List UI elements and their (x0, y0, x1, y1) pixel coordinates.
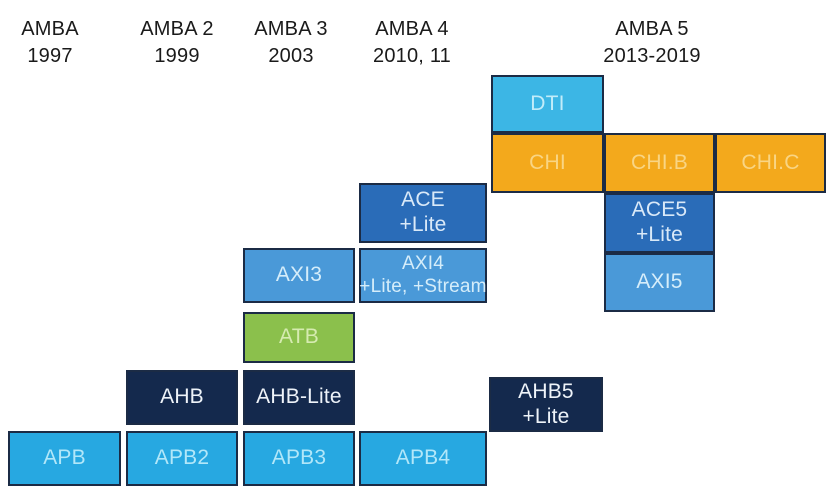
box-label: AXI5 (636, 270, 683, 294)
box-atb: ATB (243, 312, 355, 363)
box-label: ACE5 (631, 198, 688, 222)
header-year-label: 2010, 11 (373, 45, 451, 67)
box-label: CHI (529, 150, 566, 174)
box-label: +Lite (522, 404, 570, 428)
box-label: +Lite (399, 213, 447, 236)
header-year-label: 2013-2019 (603, 45, 701, 67)
column-header-4: AMBA 4 2010, 11 (342, 16, 482, 70)
box-label: APB4 (395, 446, 451, 470)
box-label: AXI4 (402, 253, 444, 275)
box-axi4: AXI4+Lite, +Stream (359, 248, 487, 303)
box-label: ATB (279, 325, 319, 349)
box-chi-c: CHI.C (715, 133, 826, 193)
column-header-2: AMBA 2 1999 (117, 16, 237, 70)
box-label: CHI.B (630, 150, 688, 174)
header-year-label: 2003 (268, 45, 314, 67)
box-label: ACE (401, 188, 445, 212)
box-label: AXI3 (275, 263, 323, 287)
box-ahb-lite: AHB-Lite (243, 370, 355, 425)
header-generation-label: AMBA 2 (140, 18, 214, 40)
box-label: +Lite, +Stream (359, 275, 487, 297)
box-apb2: APB2 (126, 431, 238, 486)
column-header-1: AMBA 1997 (0, 16, 110, 70)
column-header-3: AMBA 3 2003 (231, 16, 351, 70)
box-label: CHI.C (741, 150, 800, 174)
box-ace5: ACE5+Lite (604, 193, 715, 253)
header-generation-label: AMBA 3 (254, 18, 328, 40)
box-label: DTI (530, 91, 565, 115)
box-chi: CHI (491, 133, 604, 193)
box-label: APB2 (154, 446, 210, 470)
box-axi5: AXI5 (604, 253, 715, 312)
box-label: AHB5 (518, 379, 574, 403)
header-generation-label: AMBA (21, 18, 79, 40)
box-ace: ACE+Lite (359, 183, 487, 243)
column-header-5: AMBA 5 2013-2019 (562, 16, 742, 70)
header-year-label: 1997 (27, 45, 73, 67)
box-apb: APB (8, 431, 121, 486)
box-label: +Lite (635, 223, 684, 246)
header-generation-label: AMBA 5 (615, 18, 689, 40)
box-label: AHB (160, 385, 204, 409)
box-dti: DTI (491, 75, 604, 133)
header-year-label: 1999 (154, 45, 200, 67)
box-axi3: AXI3 (243, 248, 355, 303)
header-generation-label: AMBA 4 (375, 18, 449, 40)
box-apb4: APB4 (359, 431, 487, 486)
box-chi-b: CHI.B (604, 133, 715, 193)
box-ahb: AHB (126, 370, 238, 425)
box-ahb5: AHB5+Lite (489, 377, 603, 432)
box-label: AHB-Lite (256, 385, 342, 409)
box-apb3: APB3 (243, 431, 355, 486)
box-label: APB (43, 446, 86, 470)
box-label: APB3 (271, 446, 327, 470)
